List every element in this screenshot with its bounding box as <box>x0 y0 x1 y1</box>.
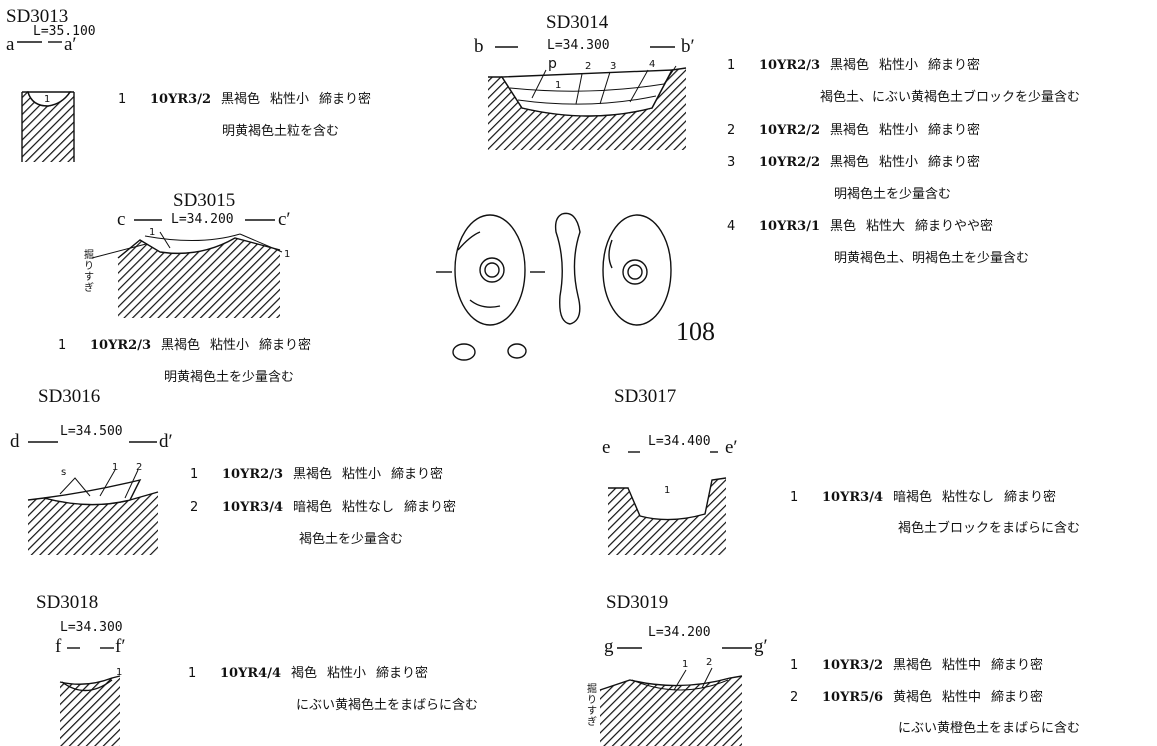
sd3017-title: SD3017 <box>614 386 677 407</box>
sd3017-layer-1-note: 褐色土ブロックをまばらに含む <box>898 521 1081 536</box>
sd3014-section <box>488 46 687 150</box>
sd3015-point-left: c <box>117 209 126 230</box>
sd3014-layer-4-note: 明黄褐色土、明褐色土を少量含む <box>834 251 1030 266</box>
sd3019-point-right: g′ <box>754 636 768 657</box>
sd3013-layer-1-note: 明黄褐色土粒を含む <box>222 124 340 139</box>
sd3014-point-left: b <box>474 36 484 57</box>
sd3015-level: L=34.200 <box>171 212 234 227</box>
artifact-drawing <box>436 212 672 361</box>
artifact-fragment <box>507 343 527 359</box>
sd3014-mark-2: 2 <box>585 61 592 72</box>
sd3015-layer-1-note: 明黄褐色土を少量含む <box>164 370 295 385</box>
sd3016-level: L=34.500 <box>60 424 123 439</box>
sd3015-point-right: c′ <box>278 209 291 230</box>
sd3013-section <box>17 41 75 162</box>
sd3018-section <box>59 647 121 746</box>
sd3018-point-right: f′ <box>115 636 126 657</box>
sd3019-title: SD3019 <box>606 592 669 613</box>
sd3016-mark-1: 1 <box>112 462 119 473</box>
sd3016-mark-2: 2 <box>136 462 143 473</box>
sd3017-level: L=34.400 <box>648 434 711 449</box>
sd3013-level: L=35.100 <box>33 24 96 39</box>
artifact-front-view <box>454 214 526 326</box>
sd3014-mark-1: 1 <box>555 80 562 91</box>
sd3017-mark-1: 1 <box>664 485 671 496</box>
sd3017-section <box>608 451 727 555</box>
sd3019-level: L=34.200 <box>648 625 711 640</box>
sd3018-title: SD3018 <box>36 592 99 613</box>
sd3014-level: L=34.300 <box>547 38 610 53</box>
sd3015-overdig-label: 掘りすぎ <box>84 250 94 294</box>
sd3014-mark-4: 4 <box>649 59 656 70</box>
sd3014-mark-p: p <box>548 56 557 72</box>
sd3015-section <box>91 219 283 318</box>
sd3014-layer-3-note: 明褐色土を少量含む <box>834 187 952 202</box>
sd3016-title: SD3016 <box>38 386 101 407</box>
sd3016-layer-2-note: 褐色土を少量含む <box>299 532 404 547</box>
sd3017-point-left: e <box>602 437 611 458</box>
sd3016-section <box>27 441 159 555</box>
sd3014-title: SD3014 <box>546 12 609 33</box>
sd3016-mark-s: s <box>61 467 67 478</box>
artifact-side-view <box>554 212 581 325</box>
sd3019-mark-1: 1 <box>682 659 689 670</box>
sd3013-point-right: a′ <box>64 34 77 55</box>
sd3015-title: SD3015 <box>173 190 236 211</box>
sd3015-mark-1a: 1 <box>149 227 156 238</box>
artifact-number: 108 <box>676 317 715 346</box>
artifact-back-view <box>602 214 672 326</box>
sd3018-layer-1-note: にぶい黄褐色土をまばらに含む <box>296 698 479 713</box>
sd3016-point-right: d′ <box>159 431 173 452</box>
sd3019-point-left: g <box>604 636 614 657</box>
sd3014-point-right: b′ <box>681 36 695 57</box>
sd3014-mark-3: 3 <box>610 61 617 72</box>
sd3019-section <box>599 647 752 746</box>
sd3018-point-left: f <box>55 636 62 657</box>
sd3013-point-left: a <box>6 34 15 55</box>
sd3014-layer-1-note: 褐色土、にぶい黄褐色土ブロックを少量含む <box>820 90 1081 105</box>
artifact-fragment <box>452 343 476 361</box>
sd3013-layer-mark: 1 <box>44 94 51 105</box>
sd3019-layer-2-note: にぶい黄橙色土をまばらに含む <box>898 721 1081 736</box>
sd3013-title: SD3013 <box>6 6 69 27</box>
sd3018-mark-1: 1 <box>116 667 123 678</box>
sd3015-mark-1b: 1 <box>284 249 291 260</box>
sd3018-level: L=34.300 <box>60 620 123 635</box>
sd3019-overdig-label: 掘りすぎ <box>587 684 597 728</box>
sd3019-mark-2: 2 <box>706 657 713 668</box>
sd3016-point-left: d <box>10 431 20 452</box>
sd3017-point-right: e′ <box>725 437 738 458</box>
